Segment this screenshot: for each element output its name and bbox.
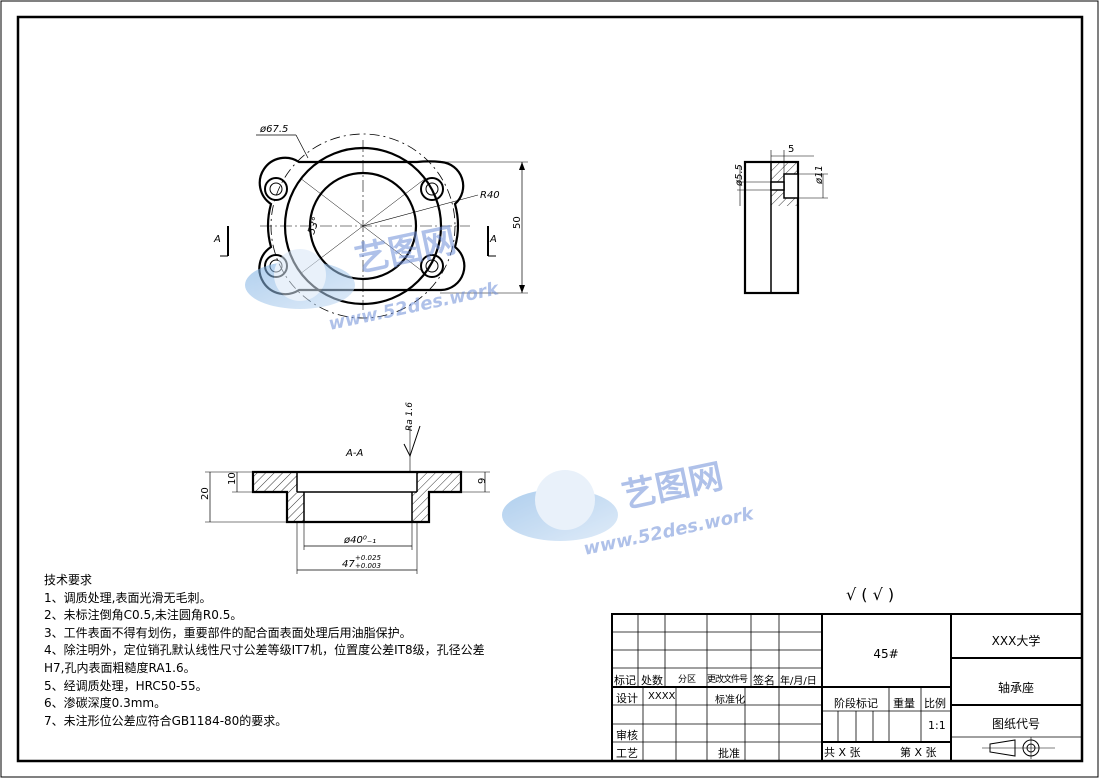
bolt-hole-tr xyxy=(420,177,444,201)
projection-symbol xyxy=(989,739,1016,757)
watermark-2: 艺图网 www.52des.work xyxy=(502,456,756,560)
sheet-number: 第 X 张 xyxy=(900,746,937,759)
top-height-label: 50 xyxy=(512,216,523,229)
note-item: 1、调质处理,表面光滑无毛刺。 xyxy=(44,590,212,605)
drawing-number-label: 图纸代号 xyxy=(991,717,1041,731)
section-outer-tol-upper: +0.025 xyxy=(355,554,381,562)
section-title: A-A xyxy=(345,448,363,459)
section-outer-dia: 47 xyxy=(342,559,355,570)
scale-value: 1:1 xyxy=(928,719,946,732)
note-item: 5、经调质处理，HRC50-55。 xyxy=(44,678,208,693)
technical-requirements: 技术要求 1、调质处理,表面光滑无毛刺。 2、未标注倒角C0.5,未注圆角R0.… xyxy=(44,572,485,730)
sheets-total: 共 X 张 xyxy=(824,746,861,759)
title-block-grid xyxy=(611,613,1083,762)
section-mark-right: A xyxy=(489,234,497,245)
section-inner-dia: ø40⁰₋₁ xyxy=(343,535,376,546)
header-count: 处数 xyxy=(641,674,663,687)
top-radius-label: R40 xyxy=(480,190,500,201)
inner-border xyxy=(16,15,1084,763)
side-view xyxy=(737,150,828,295)
material-label: 45# xyxy=(873,647,899,661)
note-item: H7,孔内表面粗糙度RA1.6。 xyxy=(44,660,196,675)
note-item: 7、未注形位公差应符合GB1184-80的要求。 xyxy=(44,713,288,728)
bolt-hole-tl xyxy=(264,177,288,201)
header-mark: 标记 xyxy=(614,674,636,687)
section-view xyxy=(205,425,490,574)
header-zone: 分区 xyxy=(678,675,697,685)
general-roughness-symbol: √ ( √ ) xyxy=(846,585,894,604)
top-diameter-label: ø67.5 xyxy=(259,124,288,135)
roughness-label: Ra 1.6 xyxy=(405,402,415,431)
scale-label: 比例 xyxy=(924,697,946,710)
note-item: 4、除注明外，定位销孔默认线性尺寸公差等级IT7机，位置度公差IT8级，孔径公差 xyxy=(44,643,485,658)
header-sign: 签名 xyxy=(753,674,775,687)
header-date: 年/月/日 xyxy=(780,676,817,687)
note-item: 2、未标注倒角C0.5,未注圆角R0.5。 xyxy=(44,608,243,623)
watermark-2-cn: 艺图网 xyxy=(619,456,727,516)
stage-label: 阶段标记 xyxy=(834,697,878,710)
approve-label: 批准 xyxy=(718,747,740,760)
process-label: 工艺 xyxy=(616,747,638,760)
weight-label: 重量 xyxy=(893,697,915,710)
section-total-height: 20 xyxy=(200,487,211,500)
header-change-doc: 更改文件号 xyxy=(707,675,748,685)
side-small-dia-label: ø5.5 xyxy=(734,164,745,187)
side-width-label: 5 xyxy=(788,144,794,155)
section-outline xyxy=(251,470,463,524)
side-hole-small xyxy=(770,181,785,191)
watermark-1: 艺图网 www.52des.work xyxy=(245,220,501,335)
section-flange-height: 10 xyxy=(227,472,238,485)
design-label: 设计 xyxy=(616,692,638,705)
side-hole-large xyxy=(783,173,799,199)
side-large-dia-label: ø11 xyxy=(814,165,825,185)
note-item: 3、工件表面不得有划伤，重要部件的配合面表面处理后用油脂保护。 xyxy=(44,625,412,640)
part-name: 轴承座 xyxy=(997,681,1035,695)
school-name: XXX大学 xyxy=(991,634,1041,648)
bolt-hole-br xyxy=(420,254,444,278)
review-label: 审核 xyxy=(616,729,638,742)
top-angle-label: 53° xyxy=(306,216,322,236)
standardize-label: 标准化 xyxy=(715,695,745,706)
section-outer-tol-lower: +0.003 xyxy=(355,562,381,570)
section-step-label: 9 xyxy=(477,478,488,484)
designer-name: XXXX xyxy=(648,691,676,702)
section-mark-left: A xyxy=(213,234,221,245)
note-item: 6、渗碳深度0.3mm。 xyxy=(44,696,167,711)
notes-title: 技术要求 xyxy=(44,573,93,587)
